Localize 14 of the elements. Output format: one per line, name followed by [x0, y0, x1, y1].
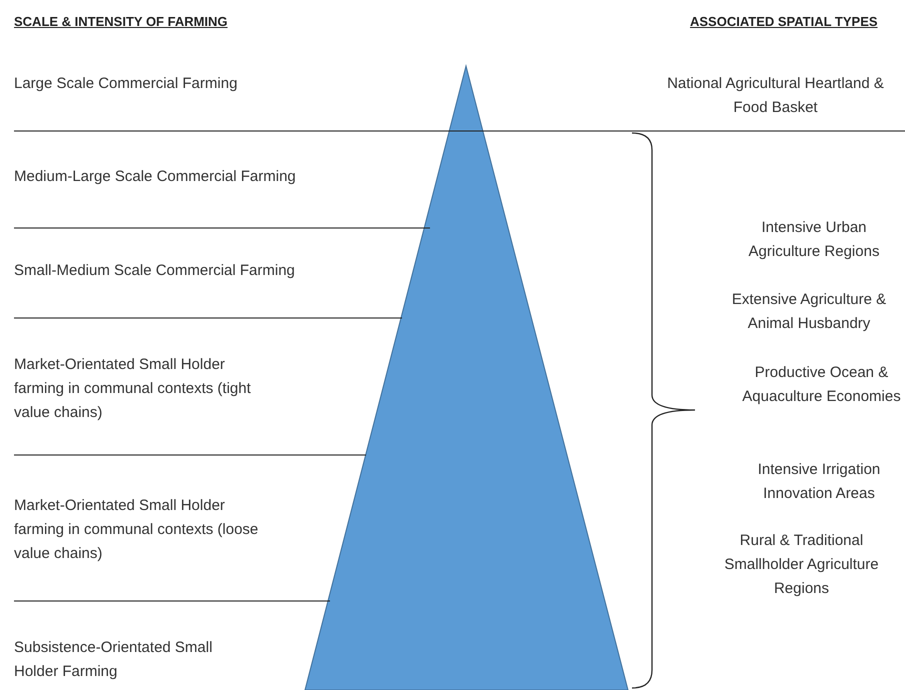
column-heading: ASSOCIATED SPATIAL TYPES [690, 13, 878, 31]
farming-tier-label: Subsistence-Orientated Small Holder Farming [14, 638, 214, 682]
spatial-type-label: Intensive Urban Agriculture Regions [748, 218, 880, 262]
spatial-type-label: Rural & Traditional Smallholder Agriculture Regions [723, 531, 880, 599]
spatial-type-label: National Agricultural Heartland & Food Basket [666, 74, 885, 118]
spatial-type-label: Extensive Agriculture & Animal Husbandry [730, 290, 888, 334]
farming-tier-label: Market-Orientated Small Holder farming in communal contexts (tight value chains) [14, 355, 252, 423]
spatial-type-label: Intensive Irrigation Innovation Areas [756, 460, 882, 504]
farming-tier-label: Medium-Large Scale Commercial Farming [14, 167, 296, 187]
farming-tier-label: Small-Medium Scale Commercial Farming [14, 261, 295, 281]
farming-tier-label: Large Scale Commercial Farming [14, 74, 238, 94]
column-heading: SCALE & INTENSITY OF FARMING [14, 13, 228, 31]
spatial-type-label: Productive Ocean & Aquaculture Economies [741, 363, 902, 407]
farming-tier-label: Market-Orientated Small Holder farming in communal contexts (loose value chains) [14, 496, 259, 564]
